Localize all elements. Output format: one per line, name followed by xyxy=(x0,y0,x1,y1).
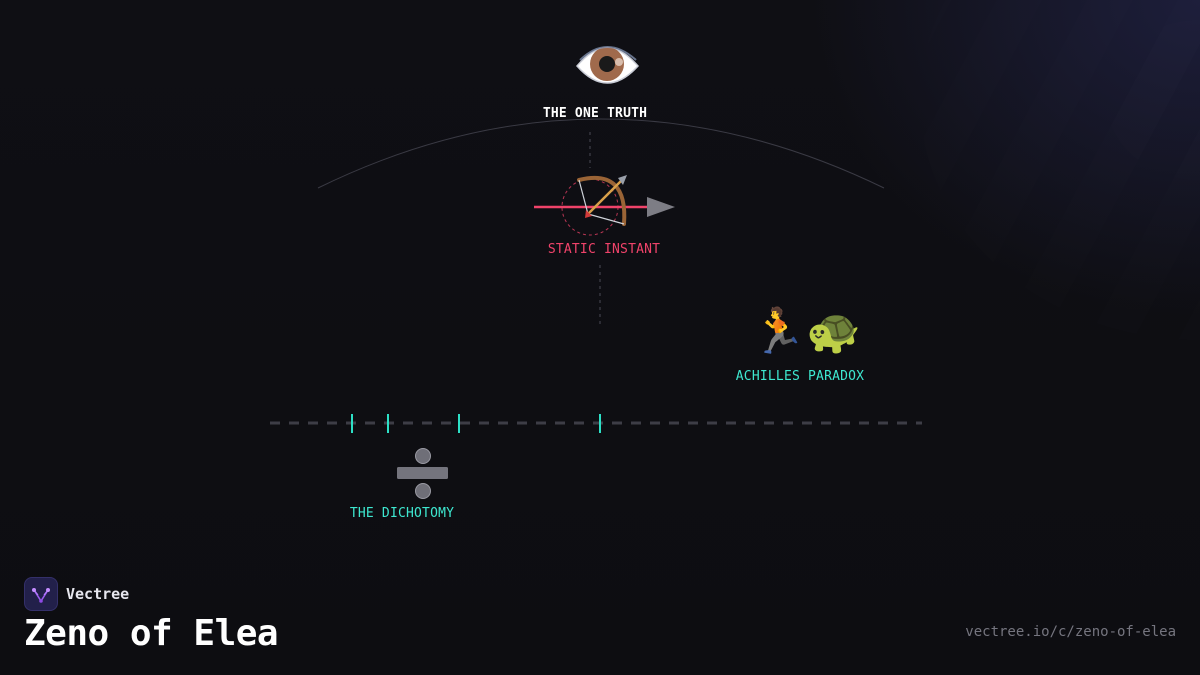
runner-and-turtle-icon: 🏃🐢 xyxy=(751,306,861,357)
divide-icon xyxy=(397,448,448,499)
static-instant-graphic xyxy=(534,175,675,236)
node-label-static-instant: STATIC INSTANT xyxy=(547,242,661,257)
vectree-logo-icon xyxy=(24,577,58,611)
page-title: Zeno of Elea xyxy=(24,613,279,654)
node-label-the-one-truth: THE ONE TRUTH xyxy=(542,106,648,121)
brand-name: Vectree xyxy=(66,585,130,603)
eye-icon xyxy=(576,46,640,84)
node-label-achilles-paradox: ACHILLES PARADOX xyxy=(735,369,865,384)
node-label-the-dichotomy: THE DICHOTOMY xyxy=(349,506,455,521)
horizon-arc xyxy=(317,118,885,189)
page-url[interactable]: vectree.io/c/zeno-of-elea xyxy=(965,624,1176,640)
arrow-head-icon xyxy=(647,197,675,217)
brand[interactable]: Vectree xyxy=(24,577,129,611)
bow-and-arrow-icon xyxy=(577,175,627,226)
